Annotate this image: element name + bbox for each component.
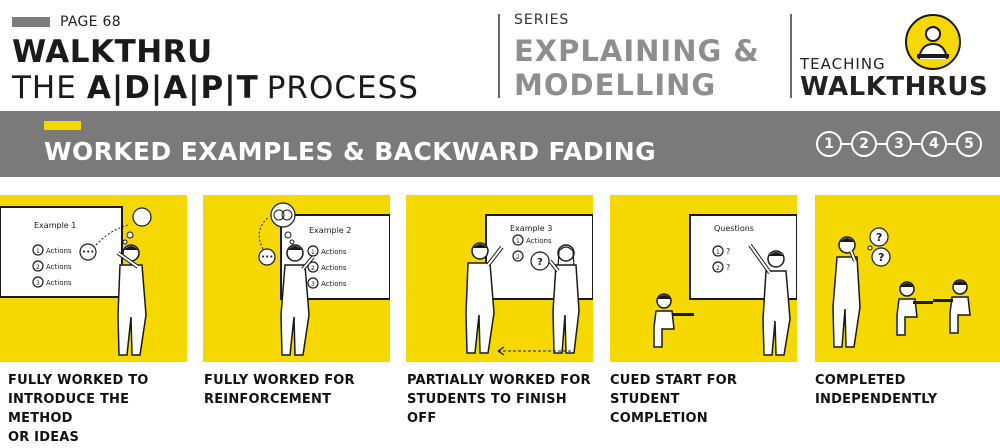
- panel-step-1: Example 1 1 Actions 2 Actions 3 Actions …: [0, 195, 187, 362]
- header-divider: [790, 14, 792, 98]
- panel-5-caption: COMPLETED INDEPENDENTLY: [815, 371, 1000, 409]
- brand-walkthrus: WALKTHRUS: [800, 72, 989, 102]
- svg-text:1: 1: [716, 249, 720, 256]
- svg-text:•••: •••: [261, 253, 273, 261]
- title-accent: [44, 121, 81, 130]
- panel-4-caption: CUED START FOR STUDENT COMPLETION: [610, 371, 795, 428]
- svg-text:?: ?: [876, 231, 882, 244]
- board-title: Example 1: [34, 221, 76, 230]
- board-item: Actions: [46, 279, 72, 287]
- panel-step-5: ? ?: [815, 195, 1000, 362]
- caption-line: COMPLETED: [815, 373, 906, 388]
- process-heading: THE A|D|A|P|T PROCESS: [12, 70, 419, 106]
- step-5: 5: [947, 131, 982, 157]
- page-number: PAGE 68: [60, 14, 121, 30]
- teacher-class-illustration: Questions 1 ? 2 ?: [653, 214, 797, 356]
- teacher-logo-icon: [905, 14, 961, 70]
- independent-students-illustration: ? ?: [832, 227, 971, 348]
- caption-line: PARTIALLY WORKED FOR: [407, 373, 591, 388]
- caption-line: FULLY WORKED TO: [8, 373, 149, 388]
- caption-line: COMPLETION: [610, 411, 708, 426]
- title-band: WORKED EXAMPLES & BACKWARD FADING 1 2 3 …: [0, 111, 1000, 177]
- board-item: Actions: [321, 280, 347, 288]
- page-tag: PAGE 68: [12, 14, 121, 30]
- board-title: Example 2: [309, 226, 351, 235]
- panel-step-2: Example 2 1 Actions 2 Actions 3 Actions …: [203, 195, 390, 362]
- panel-step-3: Example 3 1 Actions 2 ?: [406, 195, 593, 362]
- step-1: 1: [816, 131, 842, 157]
- svg-text:3: 3: [311, 281, 315, 288]
- teacher-modelling-illustration: Example 2 1 Actions 2 Actions 3 Actions …: [258, 202, 390, 356]
- page-tag-bar: [12, 17, 50, 27]
- header-divider: [498, 14, 500, 98]
- step-4: 4: [912, 131, 947, 157]
- board-item: Actions: [321, 264, 347, 272]
- caption-line: OR IDEAS: [8, 430, 80, 445]
- svg-text:•••: •••: [82, 248, 94, 256]
- svg-text:2: 2: [716, 265, 720, 272]
- step-2: 2: [842, 131, 877, 157]
- svg-text:2: 2: [516, 254, 520, 261]
- series-label: SERIES: [514, 12, 570, 28]
- board-item: Actions: [321, 248, 347, 256]
- board-item: ?: [726, 247, 730, 256]
- process-suffix: PROCESS: [266, 70, 419, 106]
- svg-text:?: ?: [537, 257, 543, 268]
- svg-text:2: 2: [36, 264, 40, 271]
- series-name-line1: EXPLAINING &: [514, 34, 760, 68]
- teacher-modelling-illustration: Example 1 1 Actions 2 Actions 3 Actions …: [0, 206, 152, 356]
- board-item: ?: [726, 263, 730, 272]
- teacher-student-illustration: Example 3 1 Actions 2 ?: [465, 214, 593, 356]
- step-indicator: 1 2 3 4 5: [807, 131, 982, 157]
- board-item: Actions: [526, 237, 552, 245]
- svg-text:1: 1: [36, 248, 40, 255]
- series-name-line2: MODELLING: [514, 68, 717, 102]
- panel-3-caption: PARTIALLY WORKED FOR STUDENTS TO FINISH …: [407, 371, 592, 428]
- panel-2-caption: FULLY WORKED FOR REINFORCEMENT: [204, 371, 389, 409]
- walkthru-title: WORKED EXAMPLES & BACKWARD FADING: [44, 137, 656, 166]
- adapt-letters: A|D|A|P|T: [86, 70, 259, 106]
- board-item: Actions: [46, 263, 72, 271]
- process-prefix: THE: [12, 70, 77, 106]
- brand-teaching: TEACHING: [800, 55, 886, 73]
- caption-line: REINFORCEMENT: [204, 392, 332, 407]
- caption-line: CUED START FOR STUDENT: [610, 373, 738, 407]
- board-title: Example 3: [510, 224, 552, 233]
- panel-1-caption: FULLY WORKED TO INTRODUCE THE METHOD OR …: [8, 371, 193, 447]
- caption-line: INTRODUCE THE METHOD: [8, 392, 130, 426]
- board-item: Actions: [46, 247, 72, 255]
- step-3: 3: [877, 131, 912, 157]
- walkthru-heading: WALKTHRU: [12, 34, 213, 70]
- svg-text:1: 1: [516, 238, 520, 245]
- panel-step-4: Questions 1 ? 2 ?: [610, 195, 797, 362]
- svg-text:?: ?: [878, 251, 884, 264]
- svg-text:2: 2: [311, 265, 315, 272]
- svg-text:3: 3: [36, 280, 40, 287]
- svg-text:1: 1: [311, 249, 315, 256]
- caption-line: INDEPENDENTLY: [815, 392, 938, 407]
- caption-line: STUDENTS TO FINISH OFF: [407, 392, 567, 426]
- board-title: Questions: [714, 224, 754, 233]
- caption-line: FULLY WORKED FOR: [204, 373, 355, 388]
